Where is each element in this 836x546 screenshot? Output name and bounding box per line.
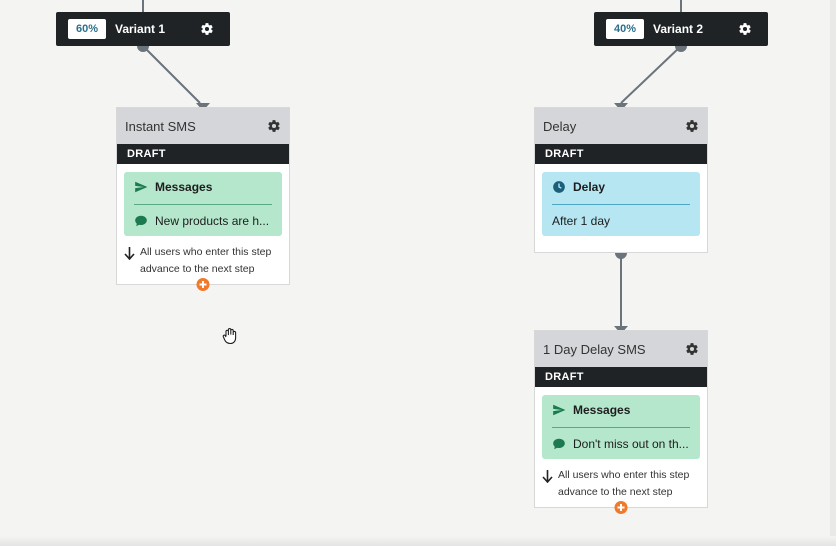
advance-text: All users who enter this step advance to… — [140, 246, 272, 275]
messages-box[interactable]: Messages New products are h... — [124, 172, 282, 236]
divider — [552, 427, 690, 428]
gear-icon[interactable] — [267, 119, 281, 133]
box-title-label: Messages — [155, 180, 213, 194]
chat-bubble-icon — [552, 437, 566, 451]
variant-1-name: Variant 1 — [115, 22, 166, 36]
variant-2-header[interactable]: 40% Variant 2 — [594, 12, 768, 46]
variant-2-percent: 40% — [606, 19, 644, 39]
status-badge: DRAFT — [117, 144, 289, 164]
step-header[interactable]: Delay — [535, 108, 707, 144]
step-card-delay[interactable]: Delay DRAFT Delay After 1 day — [534, 107, 708, 253]
connector-line-variant1-instant — [142, 45, 201, 104]
chat-bubble-icon — [134, 214, 148, 228]
box-title-label: Messages — [573, 403, 631, 417]
box-title-label: Delay — [573, 180, 606, 194]
gear-icon[interactable] — [200, 22, 214, 36]
divider — [552, 204, 690, 205]
advance-text: All users who enter this step advance to… — [558, 469, 690, 498]
message-preview-text: Don't miss out on th... — [573, 437, 689, 451]
gear-icon[interactable] — [738, 22, 752, 36]
variant-1-header[interactable]: 60% Variant 1 — [56, 12, 230, 46]
arrow-down-icon — [124, 247, 135, 260]
step-header[interactable]: 1 Day Delay SMS — [535, 331, 707, 367]
box-title: Messages — [134, 180, 272, 194]
connector-line-variant2-delay — [620, 45, 682, 104]
status-badge: DRAFT — [535, 367, 707, 387]
step-title: Instant SMS — [125, 118, 196, 134]
arrow-down-icon — [542, 470, 553, 483]
hand-cursor-icon — [222, 327, 239, 345]
paper-plane-icon — [134, 180, 148, 194]
paper-plane-icon — [552, 403, 566, 417]
variant-1-percent: 60% — [68, 19, 106, 39]
step-card-1-day-delay-sms[interactable]: 1 Day Delay SMS DRAFT Messages — [534, 330, 708, 514]
status-badge: DRAFT — [535, 144, 707, 164]
gear-icon[interactable] — [685, 119, 699, 133]
advance-note: All users who enter this step advance to… — [542, 467, 700, 501]
step-header[interactable]: Instant SMS — [117, 108, 289, 144]
plus-circle-icon[interactable] — [614, 501, 628, 514]
step-body: Messages New products are h... All users… — [117, 164, 289, 284]
canvas-bottom-edge — [0, 536, 836, 546]
delay-summary-text: After 1 day — [552, 214, 611, 228]
plus-circle-icon[interactable] — [196, 278, 210, 291]
messages-box[interactable]: Messages Don't miss out on th... — [542, 395, 700, 459]
box-title: Messages — [552, 403, 690, 417]
delay-box[interactable]: Delay After 1 day — [542, 172, 700, 236]
divider — [134, 204, 272, 205]
gear-icon[interactable] — [685, 342, 699, 356]
step-title: 1 Day Delay SMS — [543, 341, 646, 357]
message-preview-text: New products are h... — [155, 214, 270, 228]
advance-note: All users who enter this step advance to… — [124, 244, 282, 278]
step-body: Messages Don't miss out on th... All use… — [535, 387, 707, 507]
delay-summary: After 1 day — [552, 214, 690, 228]
step-title: Delay — [543, 118, 577, 134]
variant-2-name: Variant 2 — [653, 22, 704, 36]
message-preview: New products are h... — [134, 214, 272, 228]
step-body: Delay After 1 day — [535, 164, 707, 242]
box-title: Delay — [552, 180, 690, 194]
message-preview: Don't miss out on th... — [552, 437, 690, 451]
vertical-scrollbar[interactable] — [830, 0, 836, 546]
clock-icon — [552, 180, 566, 194]
step-card-instant-sms[interactable]: Instant SMS DRAFT Messages New — [116, 107, 290, 291]
